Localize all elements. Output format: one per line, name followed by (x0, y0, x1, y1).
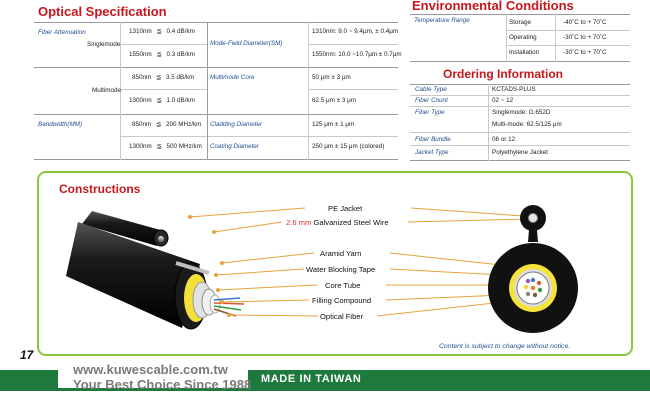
steel-wire-end (158, 236, 164, 242)
fiber-bundle-value: 06 or 12 (492, 136, 516, 143)
fiber-type-value-sm: Singlemode: G.652D (492, 109, 551, 116)
le-symbol: ≦ (156, 51, 162, 58)
ordering-title: Ordering Information (443, 67, 563, 81)
made-in-taiwan: MADE IN TAIWAN (261, 373, 362, 385)
wavelength: 850nm (132, 74, 152, 81)
jacket-type-label: Jacket Type (415, 149, 449, 156)
label-filling-compound: Filling Compound (312, 296, 372, 305)
fiber-type-value-mm: Multi-mode: 62.5/125 μm (492, 121, 562, 128)
slogan: Your Best Choice Since 1988 (73, 377, 252, 392)
wavelength: 850nm (132, 121, 152, 128)
bandwidth-value: 200 MHz/km (166, 121, 202, 128)
fiber-count-label: Fiber Count (415, 97, 448, 104)
fiber-count-value: 02 ~ 12 (492, 97, 514, 104)
le-symbol: ≦ (156, 121, 162, 128)
label-optical-fiber: Optical Fiber (320, 312, 364, 321)
mm-core-value-62: 62.5 μm ± 3 μm (312, 97, 356, 104)
optical-spec-title: Optical Specification (38, 4, 167, 19)
page-number: 17 (20, 348, 34, 362)
multimode-label: Multimode (92, 87, 122, 94)
footer-green-left (0, 370, 58, 391)
steel-wire-text: Galvanized Steel Wire (313, 218, 389, 227)
env-storage-label: Storage (509, 19, 532, 26)
fiber-type-label: Fiber Type (415, 109, 445, 116)
cable-type-label: Cable Type (415, 86, 447, 93)
env-operating-label: Operating (509, 34, 537, 41)
cable-illustration (66, 211, 245, 330)
env-operating-value: -30˚C to + 70˚C (563, 34, 607, 41)
coating-label: Coating Diameter (210, 143, 259, 150)
wavelength: 1550nm (129, 51, 152, 58)
constructions-title: Constructions (59, 182, 141, 196)
mfd-value-1310: 1310nm: 9.0 ~ 9.4μm, ± 0.4μm (312, 28, 399, 35)
wavelength: 1300nm (129, 97, 152, 104)
bandwidth-label: Bandwidth(MM) (38, 121, 83, 128)
label-aramid-yarn: Aramid Yarn (320, 249, 362, 258)
le-symbol: ≦ (156, 74, 162, 81)
env-installation-value: -30˚C to + 70˚C (563, 49, 607, 56)
attenuation-value: 3.5 dB/km (166, 74, 195, 81)
footer-green-right (248, 370, 650, 391)
cladding-label: Cladding Diameter (210, 121, 263, 128)
singlemode-label: Singlemode (87, 41, 121, 48)
bw-row-1300: 1300nm ≦ 500 MHz/km (129, 143, 202, 150)
change-notice: Content is subject to change without not… (439, 343, 571, 350)
fiber-bundle-label: Fiber Bundle (415, 136, 451, 143)
footer-stripe (58, 388, 248, 391)
multimode-core-label: Multimode Core (210, 74, 255, 81)
att-row-850: 850nm ≦ 3.5 dB/km (132, 74, 194, 81)
temperature-range-label: Temperature Range (414, 17, 470, 24)
ordering-table (410, 84, 630, 161)
jacket-type-value: Polyethylene Jacket (492, 149, 549, 156)
steel-wire-size: 2.6 mm (286, 218, 312, 227)
optical-spec-table (34, 22, 398, 160)
environmental-title: Environmental Conditions (412, 0, 574, 13)
label-water-blocking-tape: Water Blocking Tape (306, 265, 376, 274)
le-symbol: ≦ (156, 97, 162, 104)
attenuation-value: 0.4 dB/km (166, 28, 195, 35)
label-galvanized-steel-wire: 2.6 mm Galvanized Steel Wire (286, 218, 389, 227)
mfd-label: Mode-Field Diameter(SM) (210, 40, 283, 47)
pe-jacket-body (66, 222, 200, 328)
fiber-attenuation-label: Fiber Attenuation (38, 29, 86, 36)
bandwidth-value: 500 MHz/km (166, 143, 202, 150)
cable-type-value: KCTADS-PLUS (492, 86, 536, 93)
wavelength: 1300nm (129, 143, 152, 150)
att-row-1550: 1550nm ≦ 0.3 dB/km (129, 51, 195, 58)
coating-value: 250 μm ± 15 μm (colored) (312, 143, 385, 150)
optical-fibers (213, 297, 245, 317)
bw-row-850: 850nm ≦ 200 MHz/km (132, 121, 201, 128)
att-row-1310: 1310nm ≦ 0.4 dB/km (129, 28, 195, 35)
mfd-value-1550: 1550nm: 10.0 ~10.7μm ± 0.7μm (312, 51, 402, 58)
env-storage-value: -40˚C to + 70˚C (563, 19, 607, 26)
label-pe-jacket: PE Jacket (328, 204, 363, 213)
website-link[interactable]: www.kuwescable.com.tw (73, 362, 228, 377)
wavelength: 1310nm (129, 28, 152, 35)
cladding-value: 125 μm ± 1 μm (312, 121, 355, 128)
attenuation-value: 0.3 dB/km (166, 51, 195, 58)
environmental-table (410, 14, 630, 62)
att-row-1300: 1300nm ≦ 1.0 dB/km (129, 97, 195, 104)
le-symbol: ≦ (156, 28, 162, 35)
label-core-tube: Core Tube (325, 281, 361, 290)
attenuation-value: 1.0 dB/km (166, 97, 195, 104)
le-symbol: ≦ (156, 143, 162, 150)
mm-core-value-50: 50 μm ± 3 μm (312, 74, 351, 81)
cable-cross-section (488, 205, 578, 333)
env-installation-label: Installation (509, 49, 540, 56)
steel-wire-lead (175, 261, 210, 275)
